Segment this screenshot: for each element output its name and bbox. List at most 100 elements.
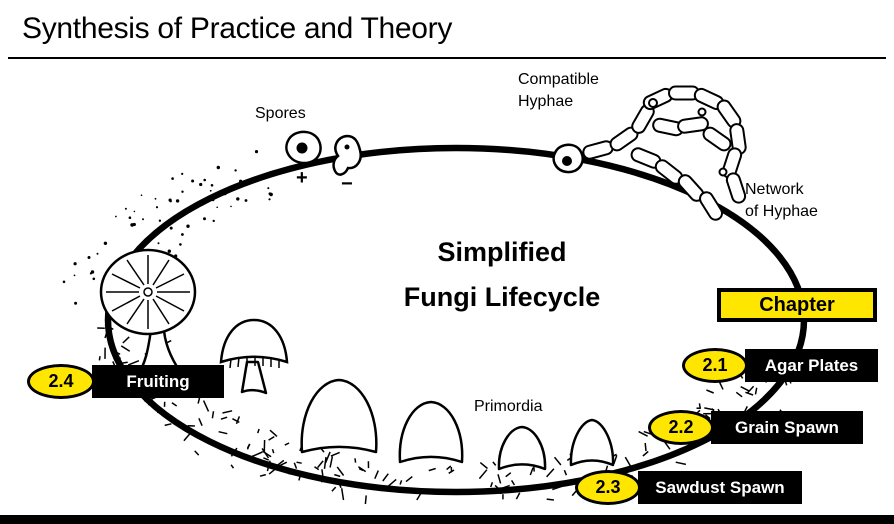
substrate-mark xyxy=(399,480,403,485)
substrate-mark xyxy=(222,410,233,414)
chapter-row-2-4: 2.4 Fruiting xyxy=(27,364,224,399)
substrate-mark xyxy=(515,492,521,500)
substrate-mark xyxy=(334,473,341,478)
substrate-mark xyxy=(279,467,286,473)
substrate-mark xyxy=(104,324,114,330)
substrate-mark xyxy=(748,407,759,412)
substrate-mark xyxy=(298,475,301,481)
substrate-mark xyxy=(505,472,512,478)
speckle-dot xyxy=(140,194,143,196)
substrate-mark xyxy=(98,356,101,361)
speckle-dot xyxy=(92,277,96,281)
substrate-mark xyxy=(354,458,357,463)
substrate-mark xyxy=(706,389,714,394)
substrate-mark xyxy=(268,435,275,441)
chapter-label-chip: Grain Spawn xyxy=(711,411,863,444)
substrate-mark xyxy=(613,455,618,465)
speckle-dot xyxy=(236,197,240,201)
speckle-dot xyxy=(147,237,150,240)
speckle-dot xyxy=(181,190,184,193)
substrate-mark xyxy=(629,467,642,470)
substrate-mark xyxy=(284,442,290,446)
substrate-mark xyxy=(386,478,397,488)
speckle-dot xyxy=(186,224,190,228)
substrate-mark xyxy=(121,361,128,364)
substrate-mark xyxy=(269,429,278,437)
substrate-mark xyxy=(529,467,534,476)
substrate-mark xyxy=(479,462,488,470)
substrate-mark xyxy=(638,430,648,437)
substrate-mark xyxy=(220,416,228,420)
young-cap xyxy=(219,318,289,364)
cap-center xyxy=(143,287,153,297)
speckle-dot xyxy=(133,210,136,213)
substrate-mark xyxy=(340,488,345,501)
substrate-mark xyxy=(293,462,298,469)
substrate-mark xyxy=(296,461,302,464)
chapter-number-badge: 2.3 xyxy=(575,470,641,505)
slide-title: Synthesis of Practice and Theory xyxy=(22,12,453,45)
network-line1: Network xyxy=(745,181,804,198)
substrate-mark xyxy=(497,474,502,484)
button-mushroom-illustrations xyxy=(300,378,464,464)
chapter-number-badge: 2.2 xyxy=(648,410,714,445)
speckle-dot xyxy=(268,172,271,175)
bottom-bar xyxy=(0,515,894,524)
substrate-mark xyxy=(268,469,275,475)
substrate-mark xyxy=(744,406,748,412)
chapter-row-2-1: 2.1 Agar Plates xyxy=(682,348,878,383)
mating-type-plus: + xyxy=(296,167,308,189)
substrate-mark xyxy=(553,456,562,466)
substrate-mark xyxy=(446,465,452,471)
speckle-dot xyxy=(254,150,259,154)
substrate-mark xyxy=(198,418,203,426)
substrate-mark xyxy=(489,481,494,488)
speckle-dot xyxy=(115,215,117,218)
diagram-title-line1: Simplified xyxy=(437,237,567,267)
speckle-dot xyxy=(87,256,91,259)
spores-label: Spores xyxy=(255,105,306,122)
substrate-mark xyxy=(235,416,241,425)
speckle-dot xyxy=(73,274,76,277)
spores-illustration: + − xyxy=(285,130,362,195)
substrate-mark xyxy=(262,450,272,458)
speckle-dot xyxy=(169,226,173,230)
speckle-dot xyxy=(191,179,195,183)
substrate-mark xyxy=(330,451,340,457)
substrate-mark xyxy=(276,459,285,466)
young-stem xyxy=(240,360,268,395)
substrate-mark xyxy=(358,468,364,472)
young-gill-lines xyxy=(229,356,280,369)
substrate-mark xyxy=(230,464,235,469)
speckle-dot xyxy=(103,241,108,245)
speckle-dot xyxy=(167,249,171,253)
substrate-mark xyxy=(321,469,324,476)
substrate-mark xyxy=(563,469,568,476)
network-line2: of Hyphae xyxy=(745,203,818,220)
spore-minus-shape xyxy=(332,134,362,176)
title-underline xyxy=(8,57,886,59)
substrate-mark xyxy=(644,442,647,452)
substrate-mark xyxy=(127,360,140,366)
compatible-hyphae-label: Compatible Hyphae xyxy=(518,69,599,113)
network-of-hyphae-label: Network of Hyphae xyxy=(745,179,818,223)
substrate-mark xyxy=(218,430,228,435)
speckle-dot xyxy=(230,205,232,208)
substrate-mark xyxy=(147,399,153,406)
young-mushroom-illustration xyxy=(219,318,289,395)
speckle-dot xyxy=(153,235,156,237)
chapter-number-badge: 2.1 xyxy=(682,348,748,383)
primordia-label: Primordia xyxy=(474,398,543,415)
speckle-dot xyxy=(89,272,92,275)
speckle-dot xyxy=(244,199,248,202)
speckle-dot xyxy=(268,192,272,196)
substrate-mark xyxy=(246,443,251,450)
substrate-mark xyxy=(232,418,240,423)
substrate-mark xyxy=(382,473,389,482)
spore-nucleus-dot xyxy=(296,142,308,154)
substrate-mark xyxy=(664,441,671,450)
substrate-mark xyxy=(745,391,754,396)
substrate-mark xyxy=(416,492,422,501)
